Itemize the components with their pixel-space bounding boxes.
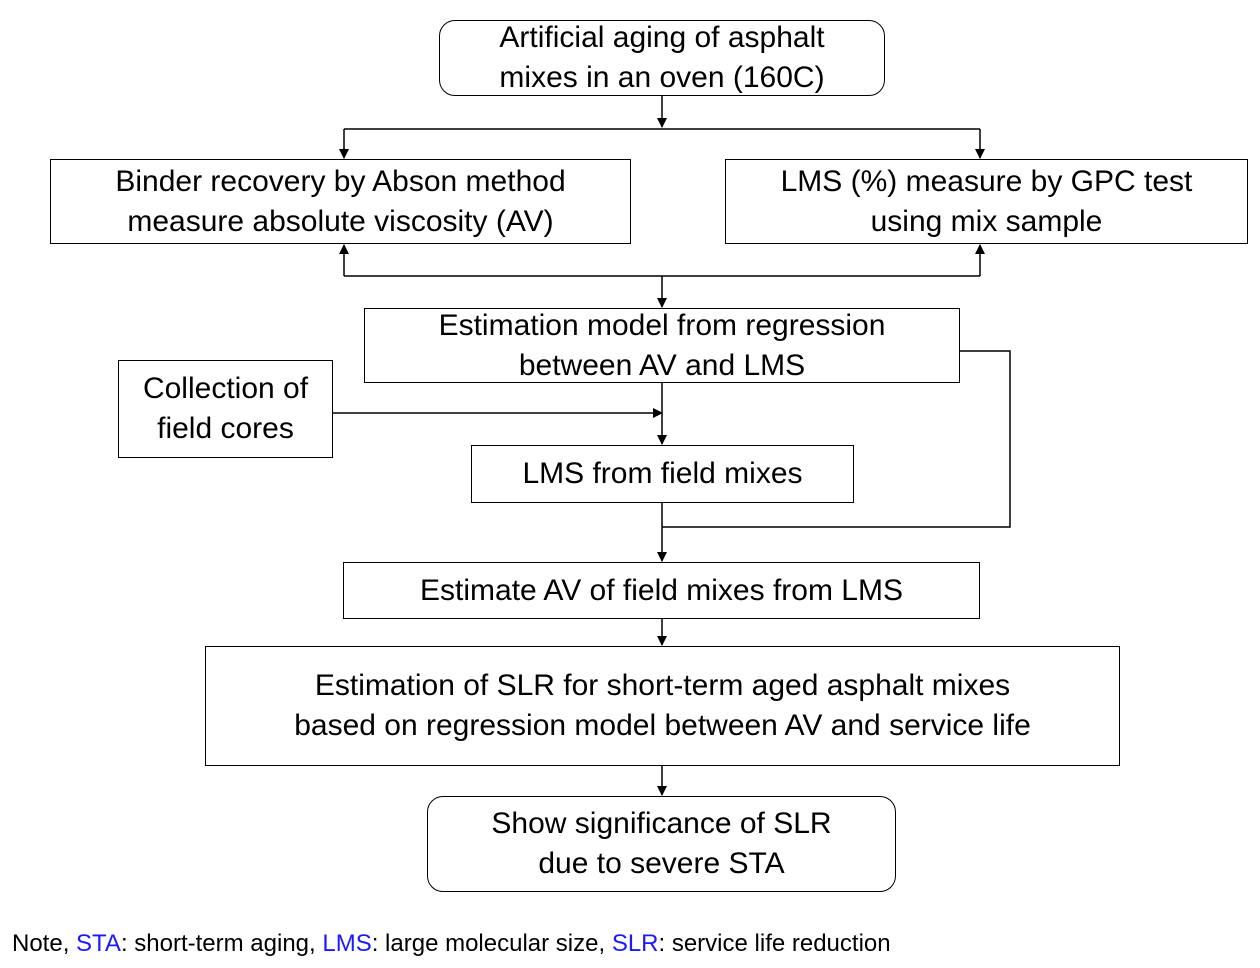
node-binder-recovery: Binder recovery by Abson method measure … <box>50 159 631 244</box>
node-artificial-aging: Artificial aging of asphalt mixes in an … <box>439 20 885 96</box>
node-text-line: Artificial aging of asphalt <box>499 21 825 54</box>
note-definition-sta: : short-term aging, <box>120 930 323 957</box>
note-definition-slr: : service life reduction <box>658 930 891 957</box>
node-text-line: Estimation of SLR for short-term aged as… <box>314 669 1011 702</box>
node-lms-measure: LMS (%) measure by GPC test using mix sa… <box>725 159 1248 244</box>
note-term-lms: LMS <box>322 930 372 957</box>
node-text-line: measure absolute viscosity (AV) <box>127 204 554 238</box>
node-field-cores: Collection of field cores <box>118 360 333 458</box>
node-text-line: LMS (%) measure by GPC test <box>780 164 1193 198</box>
node-text-line: due to severe STA <box>538 847 785 880</box>
node-estimate-av: Estimate AV of field mixes from LMS <box>343 562 980 619</box>
node-text-line: LMS from field mixes <box>522 457 803 490</box>
node-text-line: Estimate AV of field mixes from LMS <box>420 573 903 607</box>
node-text-line: field cores <box>157 412 294 445</box>
node-significance: Show significance of SLR due to severe S… <box>427 796 896 892</box>
node-text-line: using mix sample <box>870 204 1103 238</box>
node-text-line: Estimation model from regression <box>438 308 886 342</box>
node-text-line: Binder recovery by Abson method <box>115 164 566 198</box>
node-text-line: Collection of <box>142 372 309 405</box>
node-estimation-model: Estimation model from regression between… <box>364 308 960 383</box>
node-text-line: mixes in an oven (160C) <box>499 61 825 94</box>
node-lms-field-mixes: LMS from field mixes <box>471 445 854 503</box>
node-estimation-slr: Estimation of SLR for short-term aged as… <box>205 646 1120 766</box>
node-text-line: between AV and LMS <box>518 348 806 382</box>
note-term-sta: STA <box>76 930 121 957</box>
note-prefix: Note, <box>12 930 77 957</box>
node-text-line: based on regression model between AV and… <box>294 709 1031 742</box>
abbreviation-note: Note, STA: short-term aging, LMS: large … <box>12 930 891 958</box>
note-definition-lms: : large molecular size, <box>371 930 612 957</box>
node-text-line: Show significance of SLR <box>491 807 832 840</box>
connector-model-bypass <box>662 350 1011 528</box>
note-term-slr: SLR <box>611 930 659 957</box>
